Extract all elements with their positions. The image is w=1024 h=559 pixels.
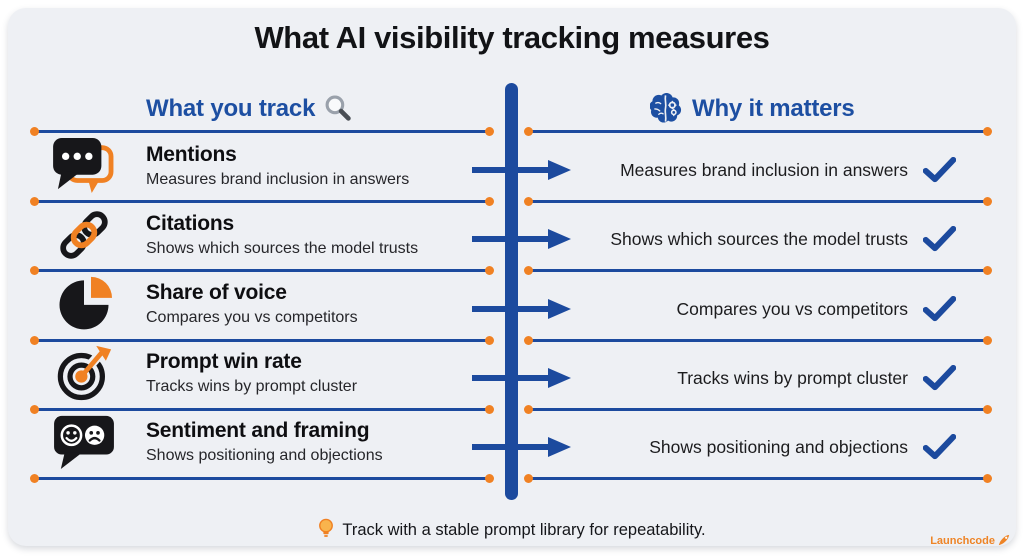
metric-title: Prompt win rate [146, 350, 302, 374]
row-divider [30, 197, 494, 206]
row-divider [30, 127, 494, 136]
benefit-text: Compares you vs competitors [676, 298, 908, 319]
footer-tip-text: Track with a stable prompt library for r… [342, 520, 706, 539]
benefit-text: Shows which sources the model trusts [610, 228, 908, 249]
chain-link-icon [52, 207, 116, 263]
benefit-row: Compares you vs competitors [576, 278, 998, 340]
metric-title: Share of voice [146, 281, 287, 305]
column-header-right: Why it matters [649, 92, 855, 126]
metric-row-prompt-win-rate: Prompt win rate Tracks wins by prompt cl… [52, 342, 482, 404]
column-header-left: What you track [146, 92, 351, 126]
column-header-right-label: Why it matters [692, 95, 855, 122]
checkmark-icon [923, 226, 956, 252]
row-divider [30, 474, 494, 483]
pie-chart-icon [52, 276, 116, 332]
row-divider [524, 405, 992, 414]
checkmark-icon [923, 434, 956, 460]
row-divider [524, 336, 992, 345]
row-divider [30, 336, 494, 345]
magnifier-icon [324, 94, 351, 128]
row-divider [524, 266, 992, 275]
metric-title: Mentions [146, 143, 237, 167]
connector-arrow-icon [472, 160, 571, 180]
connector-arrow-icon [472, 299, 571, 319]
benefit-row: Shows which sources the model trusts [576, 208, 998, 270]
rocket-icon [998, 534, 1010, 549]
connector-arrow-icon [472, 368, 571, 388]
brand-name: Launchcode [930, 534, 995, 547]
metric-row-share-of-voice: Share of voice Compares you vs competito… [52, 273, 482, 335]
metric-row-mentions: Mentions Measures brand inclusion in ans… [52, 135, 482, 197]
checkmark-icon [923, 365, 956, 391]
benefit-row: Tracks wins by prompt cluster [576, 347, 998, 409]
ai-brain-icon [649, 92, 683, 130]
benefit-text: Measures brand inclusion in answers [620, 159, 908, 180]
metric-subtitle: Shows which sources the model trusts [146, 239, 419, 257]
metric-subtitle: Compares you vs competitors [146, 308, 358, 326]
benefit-text: Tracks wins by prompt cluster [677, 367, 908, 388]
benefit-row: Shows positioning and objections [576, 416, 998, 478]
row-divider [524, 197, 992, 206]
row-divider [30, 405, 494, 414]
metric-row-citations: Citations Shows which sources the model … [52, 204, 482, 266]
metric-subtitle: Measures brand inclusion in answers [146, 170, 410, 188]
metric-row-sentiment: Sentiment and framing Shows positioning … [52, 411, 482, 473]
metric-subtitle: Shows positioning and objections [146, 446, 383, 464]
metric-title: Sentiment and framing [146, 419, 370, 443]
metric-subtitle: Tracks wins by prompt cluster [146, 377, 358, 395]
sentiment-faces-icon [52, 414, 116, 470]
brand-logo: Launchcode [930, 533, 1010, 548]
connector-arrow-icon [472, 437, 571, 457]
benefit-row: Measures brand inclusion in answers [576, 139, 998, 201]
chat-bubble-icon [52, 138, 116, 194]
footer-tip: Track with a stable prompt library for r… [0, 517, 1024, 543]
row-divider [524, 127, 992, 136]
lightbulb-icon [318, 518, 334, 544]
row-divider [524, 474, 992, 483]
page-title: What AI visibility tracking measures [254, 20, 770, 55]
center-axis-line [505, 83, 518, 500]
checkmark-icon [923, 157, 956, 183]
row-divider [30, 266, 494, 275]
column-header-left-label: What you track [146, 95, 316, 122]
checkmark-icon [923, 296, 956, 322]
benefit-text: Shows positioning and objections [649, 436, 908, 457]
dart-target-icon [52, 345, 116, 401]
connector-arrow-icon [472, 229, 571, 249]
metric-title: Citations [146, 212, 235, 236]
